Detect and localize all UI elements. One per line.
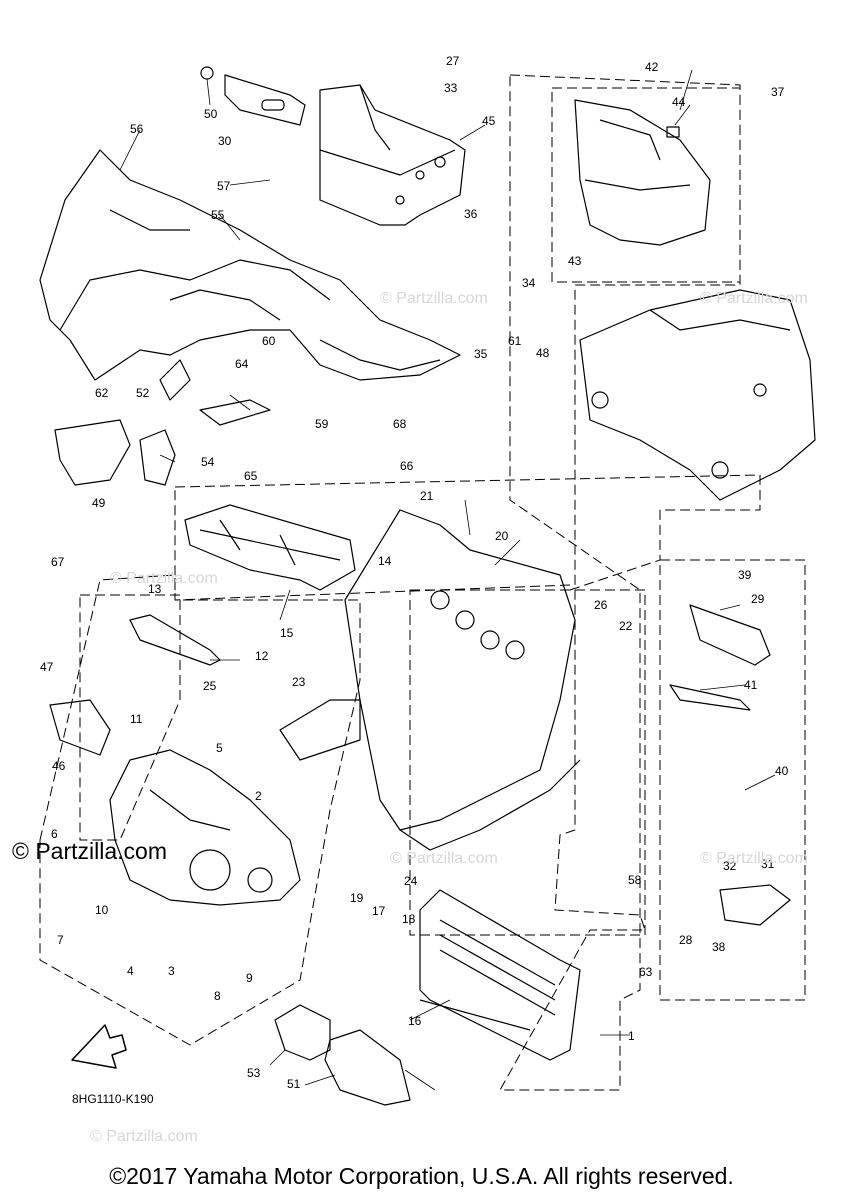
callout-1: 1 — [628, 1029, 635, 1043]
callout-19: 19 — [350, 891, 364, 905]
callout-63: 63 — [639, 965, 653, 979]
copyright-notice: ©2017 Yamaha Motor Corporation, U.S.A. A… — [109, 1163, 734, 1189]
callout-2: 2 — [255, 789, 262, 803]
callout-27: 27 — [446, 54, 460, 68]
watermark: © Partzilla.com — [700, 290, 808, 307]
callout-46: 46 — [52, 759, 66, 773]
callout-24: 24 — [404, 874, 418, 888]
callout-45: 45 — [482, 114, 496, 128]
callout-60: 60 — [262, 334, 276, 348]
callout-53: 53 — [247, 1066, 261, 1080]
hood-cowl — [39, 149, 461, 401]
callout-48: 48 — [536, 346, 550, 360]
callout-22: 22 — [619, 619, 633, 633]
callout-28: 28 — [679, 933, 693, 947]
callout-17: 17 — [372, 904, 386, 918]
duct-51 — [324, 1029, 411, 1106]
plate-64 — [199, 399, 271, 426]
strap-41 — [669, 684, 751, 711]
callout-labels: 1234567891011121314151617181920212223242… — [40, 54, 789, 1091]
callout-40: 40 — [775, 764, 789, 778]
leader-lines — [119, 69, 776, 1091]
callout-15: 15 — [280, 626, 294, 640]
guard-32 — [719, 884, 791, 926]
callout-37: 37 — [771, 85, 785, 99]
callout-12: 12 — [255, 649, 269, 663]
callout-32: 32 — [723, 859, 737, 873]
callout-33: 33 — [444, 81, 458, 95]
callout-64: 64 — [235, 357, 249, 371]
diagram-id: 8HG1110-K190 — [72, 1092, 154, 1106]
callout-5: 5 — [216, 741, 223, 755]
callout-61: 61 — [508, 334, 522, 348]
seal-54 — [139, 429, 176, 486]
callout-59: 59 — [315, 417, 329, 431]
duct-52 — [54, 419, 131, 486]
callout-7: 7 — [57, 933, 64, 947]
group-outlines — [39, 74, 806, 1091]
callout-47: 47 — [40, 660, 54, 674]
callout-35: 35 — [474, 347, 488, 361]
callout-4: 4 — [127, 964, 134, 978]
callout-62: 62 — [95, 386, 109, 400]
callout-25: 25 — [203, 679, 217, 693]
callout-57: 57 — [217, 179, 231, 193]
watermark: © Partzilla.com — [390, 850, 498, 867]
callout-26: 26 — [594, 598, 608, 612]
callout-29: 29 — [751, 592, 765, 606]
callout-9: 9 — [246, 971, 253, 985]
bracket-42 — [574, 99, 711, 246]
callout-55: 55 — [211, 208, 225, 222]
callout-36: 36 — [464, 207, 478, 221]
callout-51: 51 — [287, 1077, 301, 1091]
watermark: © Partzilla.com — [110, 570, 218, 587]
callout-31: 31 — [761, 857, 775, 871]
watermark: © Partzilla.com — [380, 290, 488, 307]
bracket-29 — [689, 604, 771, 666]
callout-11: 11 — [130, 712, 143, 726]
callout-58: 58 — [628, 873, 642, 887]
callout-18: 18 — [402, 912, 416, 926]
callout-65: 65 — [244, 469, 258, 483]
callout-68: 68 — [393, 417, 407, 431]
callout-23: 23 — [292, 675, 306, 689]
watermark: © Partzilla.com — [90, 1128, 198, 1145]
callout-50: 50 — [204, 107, 218, 121]
callout-30: 30 — [218, 134, 232, 148]
callout-52: 52 — [136, 386, 150, 400]
watermark: © Partzilla.com — [700, 850, 808, 867]
callout-34: 34 — [522, 276, 536, 290]
callout-49: 49 — [92, 496, 106, 510]
brand-label: © Partzilla.com — [12, 838, 167, 864]
callout-6: 6 — [51, 827, 58, 841]
callout-38: 38 — [712, 940, 726, 954]
callout-3: 3 — [168, 964, 175, 978]
center-frame — [184, 504, 581, 851]
fwd-arrow-icon — [71, 1024, 127, 1069]
callout-42: 42 — [645, 60, 659, 74]
heat-exchanger-16 — [419, 889, 581, 1061]
callout-56: 56 — [130, 122, 144, 136]
callout-21: 21 — [420, 489, 434, 503]
callout-8: 8 — [214, 989, 221, 1003]
callout-14: 14 — [378, 554, 392, 568]
callout-54: 54 — [201, 455, 215, 469]
callout-41: 41 — [744, 678, 758, 692]
chassis-rear — [579, 289, 816, 501]
callout-44: 44 — [672, 95, 686, 109]
callout-13: 13 — [148, 582, 162, 596]
callout-43: 43 — [568, 254, 582, 268]
callout-66: 66 — [400, 459, 414, 473]
steering-frame-45 — [319, 84, 466, 226]
callout-10: 10 — [95, 903, 109, 917]
callout-67: 67 — [51, 555, 65, 569]
callout-16: 16 — [408, 1014, 422, 1028]
callout-20: 20 — [495, 529, 509, 543]
callout-39: 39 — [738, 568, 752, 582]
